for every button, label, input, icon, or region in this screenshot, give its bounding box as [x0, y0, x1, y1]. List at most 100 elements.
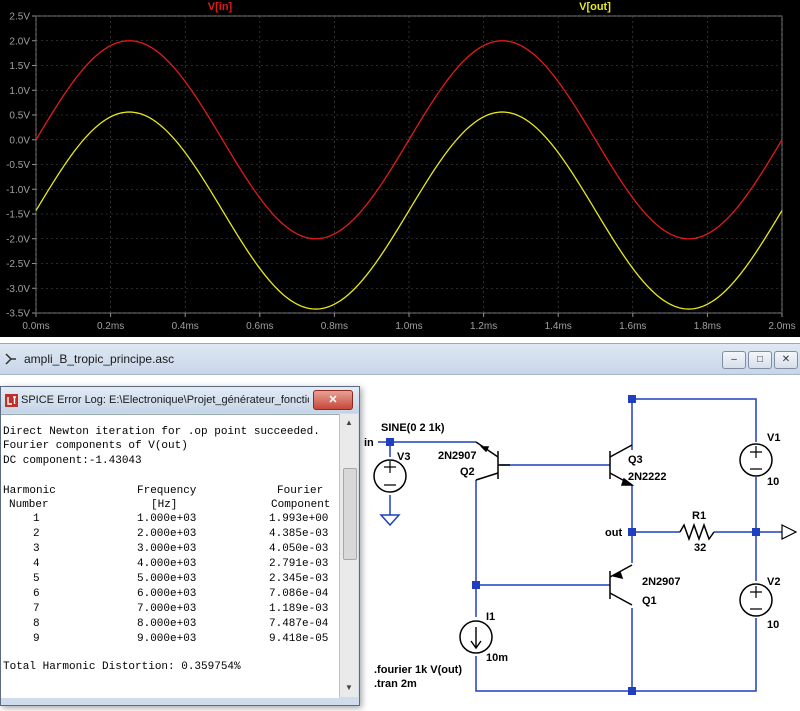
y-tick-label: -3.5V [6, 309, 30, 320]
y-tick-label: 0.5V [9, 111, 30, 122]
trace-vin[interactable] [35, 40, 783, 240]
header-component: Component [271, 499, 331, 511]
ground-icon[interactable] [379, 514, 401, 527]
transistor-q2[interactable] [475, 441, 510, 481]
transistor-q1[interactable] [609, 564, 633, 606]
y-tick-label: -1.5V [6, 210, 30, 221]
label-r1-value[interactable]: 32 [694, 542, 706, 554]
resistor-r1[interactable] [679, 522, 715, 542]
label-q1[interactable]: Q1 [642, 595, 657, 607]
frequency-cell: 1.000e+03 [137, 513, 197, 525]
label-q2-model[interactable]: 2N2907 [438, 450, 477, 462]
y-tick-label: 2.0V [9, 36, 30, 47]
waveform-plot[interactable]: 2.5V2.0V1.5V1.0V0.5V0.0V-0.5V-1.0V-1.5V-… [0, 0, 800, 337]
header-harmonic: Harmonic [3, 485, 56, 497]
scroll-down-icon[interactable]: ▼ [345, 683, 353, 692]
log-line: Fourier components of V(out) [3, 440, 188, 452]
spice-error-log-window: SPICE Error Log: E:\Electronique\Projet_… [0, 386, 360, 706]
source-spec-label[interactable]: SINE(0 2 1k) [381, 422, 445, 434]
junction-dots [386, 395, 760, 695]
plot-grid [35, 15, 783, 314]
voltage-source-v3[interactable] [373, 459, 407, 493]
header-hz: [Hz] [151, 499, 178, 511]
fourier-component-cell: 1.993e+00 [269, 513, 329, 525]
fourier-component-cell: 1.189e-03 [269, 603, 329, 615]
error-log-close-button[interactable]: ✕ [313, 390, 353, 410]
x-tick-label: 1.2ms [470, 321, 497, 332]
label-v3[interactable]: V3 [397, 451, 410, 463]
error-log-text[interactable]: Direct Newton iteration for .op point su… [1, 414, 339, 698]
harmonic-number-cell: 7 [33, 603, 40, 615]
harmonic-number-cell: 9 [33, 633, 40, 645]
schematic-wires [378, 398, 782, 692]
schematic-titlebar[interactable]: ampli_B_tropic_principe.asc – □ ✕ [0, 344, 800, 375]
schematic-title: ampli_B_tropic_principe.asc [24, 352, 175, 366]
plot-ticks: 2.5V2.0V1.5V1.0V0.5V0.0V-0.5V-1.0V-1.5V-… [6, 12, 796, 333]
frequency-cell: 2.000e+03 [137, 528, 197, 540]
output-port-icon[interactable] [781, 524, 798, 540]
y-tick-label: -0.5V [6, 160, 30, 171]
harmonic-number-cell: 2 [33, 528, 40, 540]
error-log-title: SPICE Error Log: E:\Electronique\Projet_… [21, 394, 309, 406]
y-tick-label: -2.0V [6, 234, 30, 245]
header-number: Number [9, 499, 49, 511]
directive-tran[interactable]: .tran 2m [374, 678, 417, 690]
harmonic-number-cell: 4 [33, 558, 40, 570]
frequency-cell: 9.000e+03 [137, 633, 197, 645]
log-line: Direct Newton iteration for .op point su… [3, 426, 320, 438]
frequency-cell: 6.000e+03 [137, 588, 197, 600]
label-v2-value[interactable]: 10 [767, 619, 779, 631]
log-line: DC component:-1.43043 [3, 455, 142, 467]
fourier-component-cell: 7.086e-04 [269, 588, 329, 600]
frequency-cell: 8.000e+03 [137, 618, 197, 630]
label-i1-value[interactable]: 10m [486, 652, 508, 664]
label-v1[interactable]: V1 [767, 432, 780, 444]
restore-button[interactable]: □ [748, 351, 772, 369]
x-tick-label: 0.8ms [321, 321, 348, 332]
harmonic-number-cell: 8 [33, 618, 40, 630]
y-tick-label: -1.0V [6, 185, 30, 196]
x-tick-label: 2.0ms [768, 321, 795, 332]
minimize-button[interactable]: – [722, 351, 746, 369]
close-button[interactable]: ✕ [774, 351, 798, 369]
frequency-cell: 7.000e+03 [137, 603, 197, 615]
label-v1-value[interactable]: 10 [767, 476, 779, 488]
header-fourier: Fourier [277, 485, 324, 497]
net-label-in[interactable]: in [364, 437, 374, 449]
label-r1[interactable]: R1 [692, 510, 706, 522]
error-log-scrollbar[interactable]: ▲ ▼ [339, 414, 358, 697]
label-q1-model[interactable]: 2N2907 [642, 576, 681, 588]
fourier-component-cell: 4.050e-03 [269, 543, 329, 555]
x-tick-label: 0.0ms [22, 321, 49, 332]
harmonic-number-cell: 6 [33, 588, 40, 600]
harmonic-number-cell: 5 [33, 573, 40, 585]
label-i1[interactable]: I1 [486, 611, 495, 623]
error-log-titlebar[interactable]: SPICE Error Log: E:\Electronique\Projet_… [1, 387, 359, 413]
y-tick-label: 1.5V [9, 61, 30, 72]
fourier-component-cell: 7.487e-04 [269, 618, 329, 630]
voltage-source-v1[interactable] [739, 443, 773, 477]
trace-vout[interactable] [35, 111, 783, 310]
scrollbar-thumb[interactable] [343, 468, 357, 560]
scroll-up-icon[interactable]: ▲ [345, 418, 353, 427]
trace-label-vout[interactable]: V[out] [579, 1, 611, 13]
y-tick-label: -2.5V [6, 259, 30, 270]
schematic-canvas[interactable]: SINE(0 2 1k) in V3 2N2907 Q2 Q3 2N2222 o… [0, 375, 800, 711]
x-tick-label: 0.6ms [246, 321, 273, 332]
x-tick-label: 1.4ms [545, 321, 572, 332]
frequency-cell: 3.000e+03 [137, 543, 197, 555]
x-tick-label: 0.2ms [97, 321, 124, 332]
transistor-q3[interactable] [609, 444, 635, 486]
voltage-source-v2[interactable] [739, 583, 773, 617]
label-v2[interactable]: V2 [767, 576, 780, 588]
label-q2[interactable]: Q2 [460, 466, 475, 478]
directive-fourier[interactable]: .fourier 1k V(out) [374, 664, 462, 676]
x-tick-label: 1.0ms [395, 321, 422, 332]
net-label-out[interactable]: out [605, 527, 622, 539]
label-q3[interactable]: Q3 [628, 454, 643, 466]
label-q3-model[interactable]: 2N2222 [628, 471, 667, 483]
fourier-component-cell: 4.385e-03 [269, 528, 329, 540]
trace-label-vin[interactable]: V[in] [208, 1, 233, 13]
current-source-i1[interactable] [459, 620, 493, 654]
